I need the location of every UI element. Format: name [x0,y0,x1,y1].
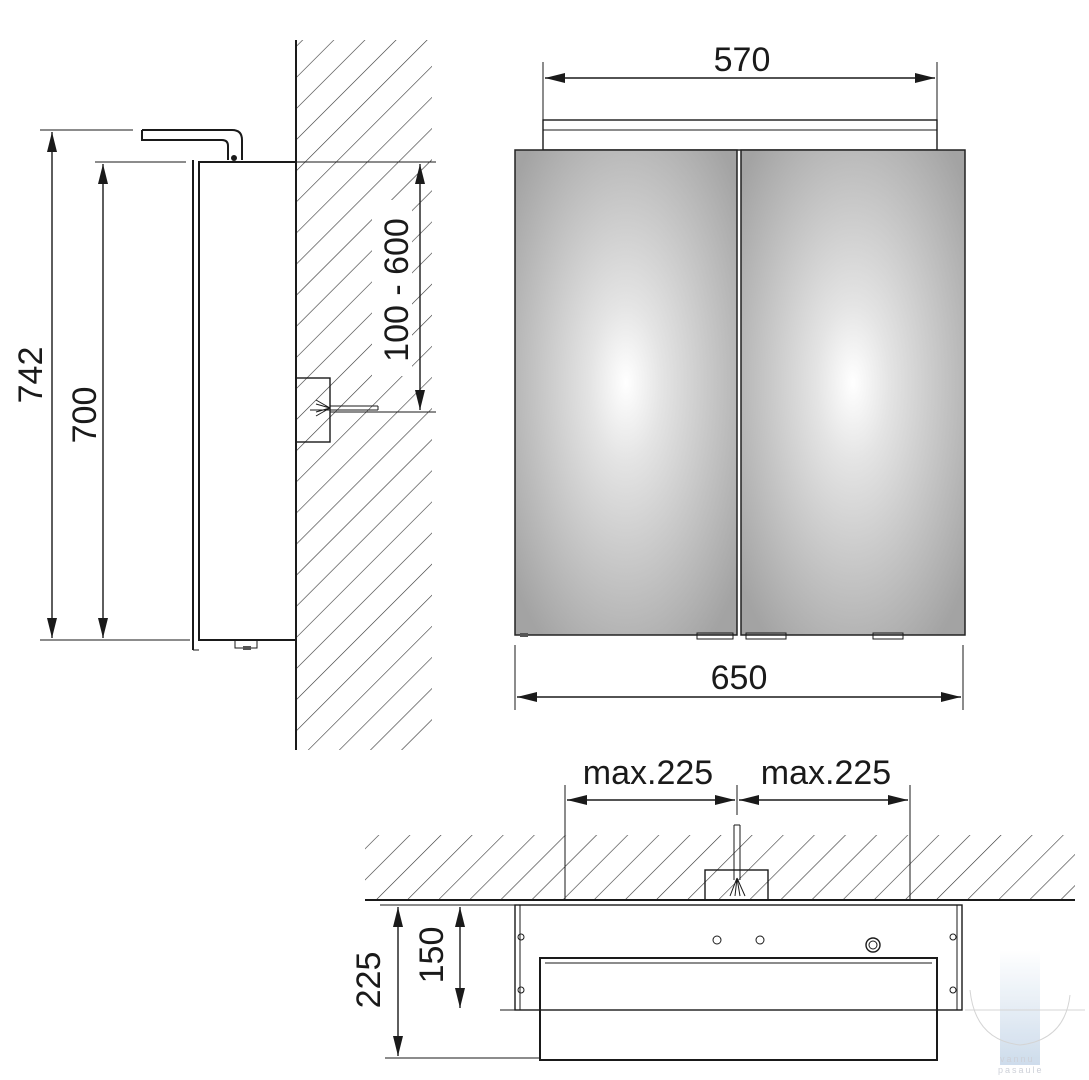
dim-label-socket-offset: 100 - 600 [378,218,416,362]
dim-label-150: 150 [413,927,451,984]
dim-label-225: 225 [350,952,388,1009]
light-fixture-front [542,119,938,151]
side-view: 742 700 100 - 600 [12,40,436,750]
wall-hatch [297,40,432,750]
dim-label-700: 700 [66,387,104,444]
watermark-logo: vannu pasaule [965,950,1085,1075]
cabinet-side [198,161,297,641]
dim-label-650: 650 [711,659,768,697]
watermark-line1: vannu [1000,1054,1035,1064]
cabinet-body-top [539,957,938,1061]
wall-hatch-top [365,835,1075,900]
light-fixture-side [141,129,243,160]
door-right [740,149,966,636]
back-plate [514,904,963,1011]
door-left [514,149,738,636]
socket-box-top [704,869,769,901]
top-view: max.225 max.225 225 150 [350,754,1075,1061]
dim-label-max-right: max.225 [761,754,891,792]
dim-label-max-left: max.225 [583,754,713,792]
front-view: 570 650 [514,41,966,710]
dim-label-570: 570 [714,41,771,79]
watermark-line2: pasaule [998,1065,1044,1075]
dim-label-742: 742 [12,347,50,404]
